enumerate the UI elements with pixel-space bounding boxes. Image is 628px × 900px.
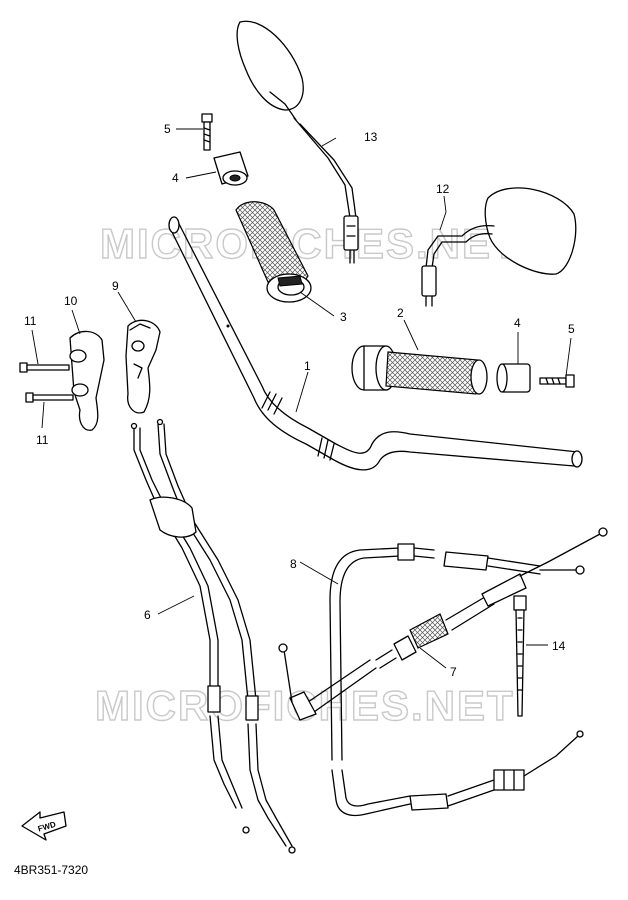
callout-8: 8 bbox=[290, 557, 297, 571]
callout-5-left: 5 bbox=[164, 122, 171, 136]
handlebar bbox=[168, 216, 583, 471]
callout-12: 12 bbox=[436, 182, 450, 196]
clutch-cable bbox=[329, 543, 585, 817]
callout-11-upper: 11 bbox=[24, 314, 37, 328]
callout-4-left: 4 bbox=[172, 171, 179, 185]
callout-1: 1 bbox=[304, 359, 311, 373]
callout-11-lower: 11 bbox=[36, 433, 49, 447]
throttle-cables bbox=[130, 418, 296, 854]
diagram-code: 4BR351-7320 bbox=[14, 863, 88, 877]
grip-right bbox=[351, 345, 488, 395]
callout-13: 13 bbox=[364, 130, 378, 144]
callout-14: 14 bbox=[552, 639, 566, 653]
callout-3: 3 bbox=[340, 310, 347, 324]
bar-end-weight-left bbox=[213, 151, 249, 186]
bolt-lower bbox=[25, 392, 74, 403]
bar-end-bolt-right bbox=[539, 374, 575, 388]
bar-end-weight-right bbox=[496, 363, 531, 393]
callout-2: 2 bbox=[397, 306, 404, 320]
bar-end-bolt-left bbox=[201, 113, 213, 151]
callout-9: 9 bbox=[112, 279, 119, 293]
grip-left bbox=[235, 201, 312, 303]
watermark-top: MICROFICHES.NET bbox=[100, 220, 520, 267]
cable-adjuster bbox=[278, 527, 608, 721]
mirror-right bbox=[421, 187, 577, 307]
callout-5-right: 5 bbox=[568, 322, 575, 336]
bolt-upper bbox=[19, 362, 70, 373]
mirror-left bbox=[236, 20, 359, 264]
callout-10: 10 bbox=[64, 294, 78, 308]
handlebar-holder-upper bbox=[69, 330, 105, 431]
callout-7: 7 bbox=[450, 665, 457, 679]
cable-tie bbox=[513, 595, 527, 717]
fwd-arrow-icon: FWD bbox=[21, 811, 67, 841]
callout-4-right: 4 bbox=[514, 316, 521, 330]
callout-6: 6 bbox=[144, 608, 151, 622]
leader-lines bbox=[31, 128, 572, 669]
handlebar-holder-lower bbox=[125, 319, 161, 414]
